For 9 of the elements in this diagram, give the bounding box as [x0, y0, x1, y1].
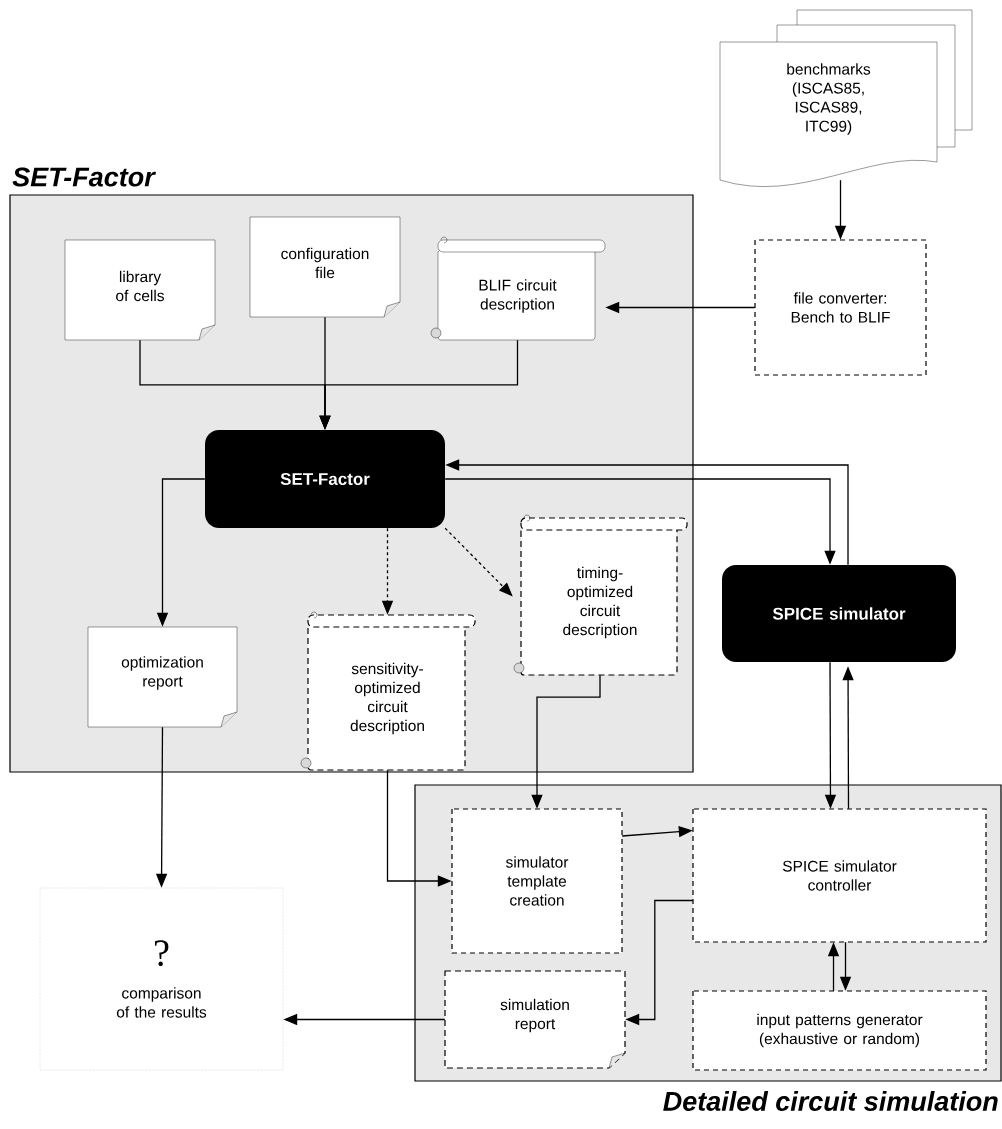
process-box: SPICE simulator — [722, 565, 956, 662]
process-box: ? comparison of the results — [39, 887, 284, 1071]
process-box: SPICE simulator controller — [692, 808, 987, 943]
process-box: input patterns generator (exhaustive or random) — [692, 990, 987, 1071]
process-box: simulator template creation — [451, 808, 623, 954]
process-box: file converter: Bench to BLIF — [754, 239, 927, 376]
process-box: SET-Factor — [205, 430, 445, 528]
group-title: SET-Factor — [12, 167, 156, 187]
group-title: Detailed circuit simulation — [663, 1091, 998, 1111]
